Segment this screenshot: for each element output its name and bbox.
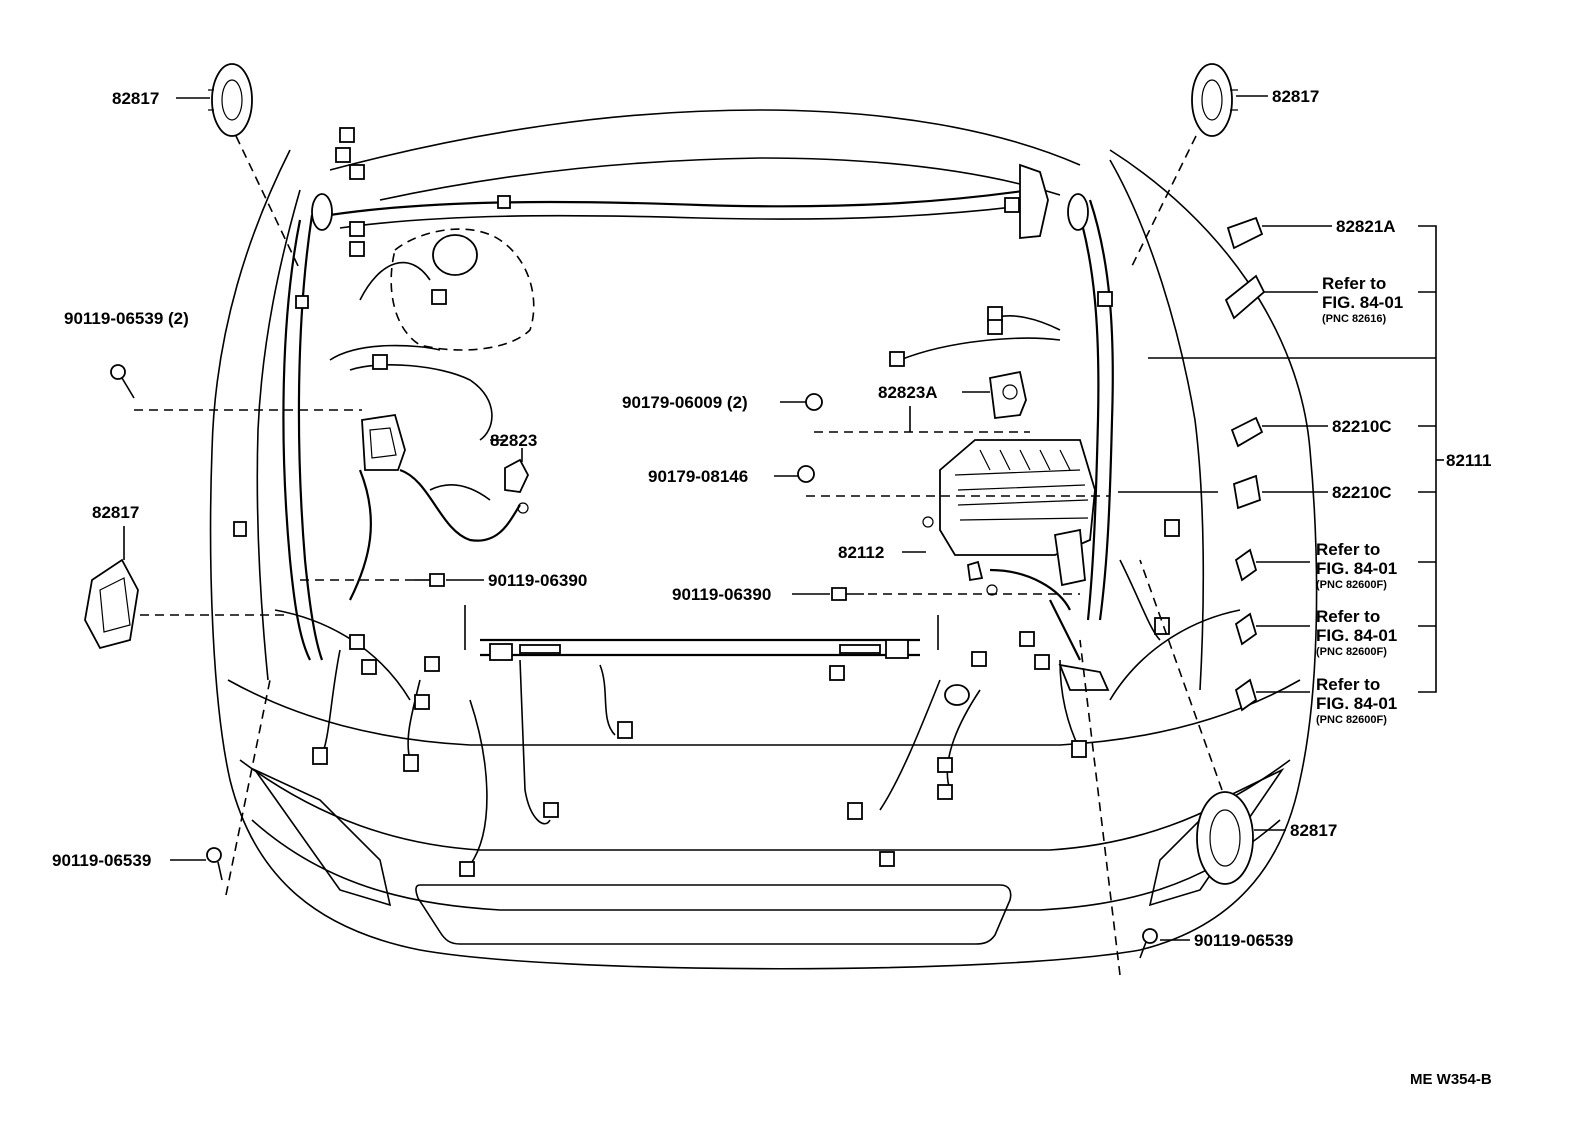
components [84,63,1266,959]
bolt-90119-06390-center [831,587,864,601]
label-82823A: 82823A [878,383,938,402]
connector-pnc-82600F-1 [1234,548,1258,582]
reference-block-pnc-82600F-2: Refer to FIG. 84-01 (PNC 82600F) [1316,607,1397,658]
reference-block-pnc-82600F-3: Refer to FIG. 84-01 (PNC 82600F) [1316,675,1397,726]
connector-pnc-82600F-3 [1234,678,1258,712]
part-labels: 82817 82817 82817 82817 90119-06539 (2) … [52,87,1492,1088]
radiator-harness-bar [519,639,909,681]
label-82817-bottom-right: 82817 [1290,821,1337,840]
relay-block-82112 [922,439,1096,596]
relay-box-left [361,413,406,471]
ref-line1: Refer to [1316,540,1380,559]
connector-82210C-1 [1230,416,1264,448]
reference-block-pnc-82616: Refer to FIG. 84-01 (PNC 82616) [1322,274,1403,325]
label-90119-06539-bottom-right: 90119-06539 [1194,931,1293,950]
connector-cluster-right-top [889,163,1113,367]
grommet-right-body [1067,193,1089,231]
connector-82823 [504,458,530,514]
connector-cluster-lower-right [847,519,1180,867]
ref-line2: FIG. 84-01 [1322,293,1403,312]
ref-pnc: (PNC 82600F) [1316,714,1387,726]
bolt-90119-06539-2 [110,364,135,399]
diagram-id: ME W354-B [1410,1071,1492,1088]
ref-line2: FIG. 84-01 [1316,559,1397,578]
label-90119-06539-2: 90119-06539 (2) [64,309,189,328]
ref-line1: Refer to [1316,607,1380,626]
car-body-outline [209,109,1318,970]
connector-left-a [295,295,309,309]
connector-cluster-left-top [335,127,511,257]
label-90179-06009-2: 90179-06009 (2) [622,393,748,412]
label-90119-06390-left: 90119-06390 [488,571,587,590]
connector-82210C-2 [1232,474,1262,510]
connector-cluster-lower-left [312,634,633,877]
label-82821A: 82821A [1336,217,1396,236]
wire-harness [282,188,1161,866]
label-82112: 82112 [838,543,884,562]
grommet-left-body [311,193,333,231]
reference-dashed-lines [134,135,1223,976]
label-82817-mid-left: 82817 [92,503,139,522]
grommet-82817-top-left [208,63,253,137]
bolt-90119-06539-bottom-left [206,847,223,881]
ref-pnc: (PNC 82600F) [1316,579,1387,591]
ref-line1: Refer to [1322,274,1386,293]
label-82823: 82823 [490,431,537,450]
label-82817-top-right: 82817 [1272,87,1319,106]
grommet-82817-bottom-right [1196,791,1254,885]
washer-tank-outline [372,228,535,370]
connector-pnc-82600F-2 [1234,612,1258,646]
bracket-82817-mid-left [84,558,139,650]
relay-82823A [989,370,1027,420]
label-82111: 82111 [1446,451,1491,470]
bolt-90119-06390-left [414,573,445,587]
label-82210C-2: 82210C [1332,483,1392,502]
grommet-82817-top-right [1191,63,1238,137]
ref-line2: FIG. 84-01 [1316,626,1397,645]
ref-pnc: (PNC 82616) [1322,313,1387,325]
connector-left-side [233,521,247,537]
ref-line2: FIG. 84-01 [1316,694,1397,713]
label-90119-06390-center: 90119-06390 [672,585,771,604]
label-82817-top-left: 82817 [112,89,159,108]
connector-82821A [1226,216,1264,250]
bolt-90119-06539-bottom-right [1139,928,1158,959]
label-90179-08146: 90179-08146 [648,467,748,486]
ref-pnc: (PNC 82600F) [1316,646,1387,658]
nut-90179-06009 [805,393,823,411]
connector-pnc-82616 [1224,274,1266,320]
reference-block-pnc-82600F-1: Refer to FIG. 84-01 (PNC 82600F) [1316,540,1397,591]
label-90119-06539-bottom-left: 90119-06539 [52,851,151,870]
nut-90179-08146 [797,465,815,483]
leader-lines [123,95,1444,941]
ref-line1: Refer to [1316,675,1380,694]
label-82210C-1: 82210C [1332,417,1392,436]
